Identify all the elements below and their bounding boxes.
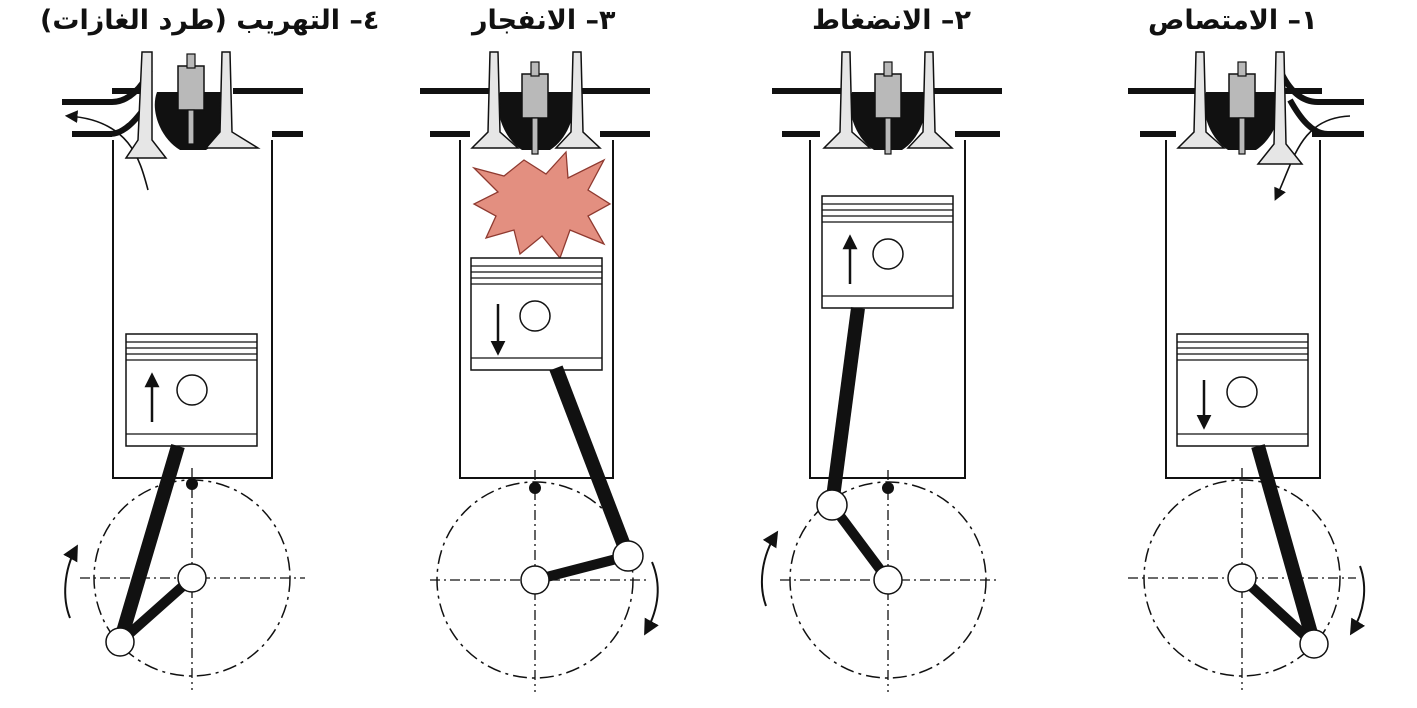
- spark-plug: [1228, 73, 1256, 119]
- engine-compression: [760, 51, 1002, 692]
- engine-exhaust: [62, 51, 305, 690]
- intake-flow-arrow: [1274, 115, 1351, 201]
- connecting-rod: [1251, 444, 1321, 646]
- connecting-rod: [549, 365, 635, 559]
- intake-valve: [204, 51, 261, 149]
- rotation-arrow: [1349, 565, 1366, 636]
- engine-intake: [1128, 51, 1366, 690]
- stroke-title-compression: ٢– الانضغاط: [812, 5, 971, 36]
- rotation-arrow: [644, 561, 659, 636]
- cylinder: [459, 140, 614, 479]
- rotation-arrow: [760, 530, 779, 607]
- stroke-title-intake: ١– الامتصاص: [1148, 5, 1318, 36]
- exhaust-flow-arrow: [64, 110, 149, 191]
- intake-valve: [906, 51, 954, 149]
- crank-arm: [116, 574, 196, 646]
- tdc-marker: [186, 478, 198, 490]
- cylinder: [809, 140, 966, 479]
- crank-arm: [1238, 574, 1318, 648]
- connecting-rod: [825, 307, 865, 506]
- exhaust-valve: [124, 51, 168, 159]
- spark-plug: [521, 73, 549, 119]
- rotation-arrow: [63, 544, 78, 619]
- explosion-burst: [471, 150, 612, 260]
- tdc-marker: [529, 482, 541, 494]
- connecting-rod: [113, 444, 185, 644]
- crank-arm: [533, 551, 630, 585]
- tdc-marker: [882, 482, 894, 494]
- intake-valve: [554, 51, 602, 149]
- stroke-title-power: ٣– الانفجار: [472, 5, 616, 36]
- exhaust-valve: [822, 51, 872, 149]
- cylinder: [112, 140, 273, 479]
- engine-power: [420, 51, 659, 692]
- exhaust-valve: [470, 51, 520, 149]
- intake-valve: [1256, 51, 1304, 165]
- stroke-title-exhaust: ٤– التهريب (طرد الغازات): [40, 5, 380, 36]
- spark-plug: [177, 65, 205, 111]
- cylinder: [1165, 140, 1321, 479]
- spark-plug: [874, 73, 902, 119]
- exhaust-valve: [1176, 51, 1226, 149]
